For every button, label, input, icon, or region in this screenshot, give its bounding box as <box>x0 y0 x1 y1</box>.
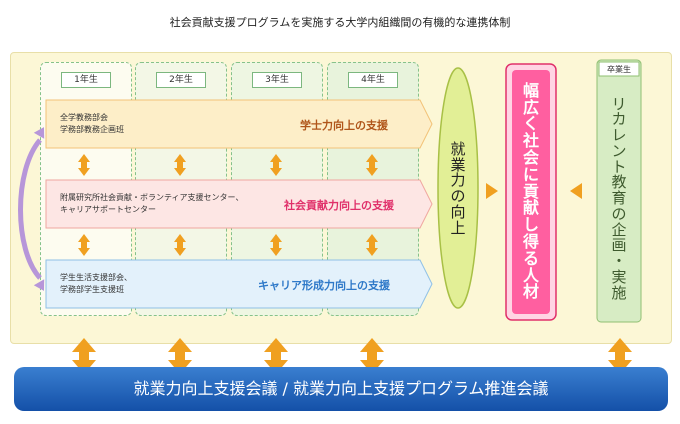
graduate-tag <box>598 61 640 77</box>
band-arrow-academic <box>45 99 433 149</box>
band-org-career: 学生生活支援部会、 学務部学生支援班 <box>60 273 132 294</box>
recurrent-label: リカレント教育の企画・実施 <box>611 94 627 302</box>
diagram-title: 社会貢献支援プログラムを実施する大学内組織間の有機的な連携体制 <box>169 16 511 29</box>
band-org-academic: 全学教務部会 学務部教務企画班 <box>60 113 124 134</box>
vertical-arrows <box>78 154 378 256</box>
goal-box-inner <box>512 70 550 314</box>
band-org-social: 附属研究所社会貢献・ボランティア支援センター、 キャリアサポートセンター <box>60 193 244 214</box>
band-support-social: 社会貢献力向上の支援 <box>284 199 394 212</box>
recurrent-box <box>596 59 642 323</box>
year-label-3: 3年生 <box>252 72 302 88</box>
chevron-left-icon <box>570 183 582 199</box>
year-label-1: 1年生 <box>61 72 111 88</box>
year-label-4: 4年生 <box>348 72 398 88</box>
employability-label: 就業力の向上 <box>450 139 466 237</box>
curved-link-arrow <box>18 138 42 280</box>
goal-label: 幅広く社会に貢献し得る人材 <box>522 80 539 302</box>
chevron-right-icon <box>486 183 498 199</box>
year-label-2: 2年生 <box>156 72 206 88</box>
band-support-academic: 学士力向上の支援 <box>300 119 388 132</box>
employability-ellipse <box>437 67 479 309</box>
graduate-label: 卒業生 <box>607 65 631 74</box>
bottom-conference-bar: 就業力向上支援会議 / 就業力向上支援プログラム推進会議 <box>14 367 668 411</box>
band-arrow-career <box>45 259 433 309</box>
band-support-career: キャリア形成力向上の支援 <box>258 279 390 292</box>
band-arrow-social <box>45 179 433 229</box>
